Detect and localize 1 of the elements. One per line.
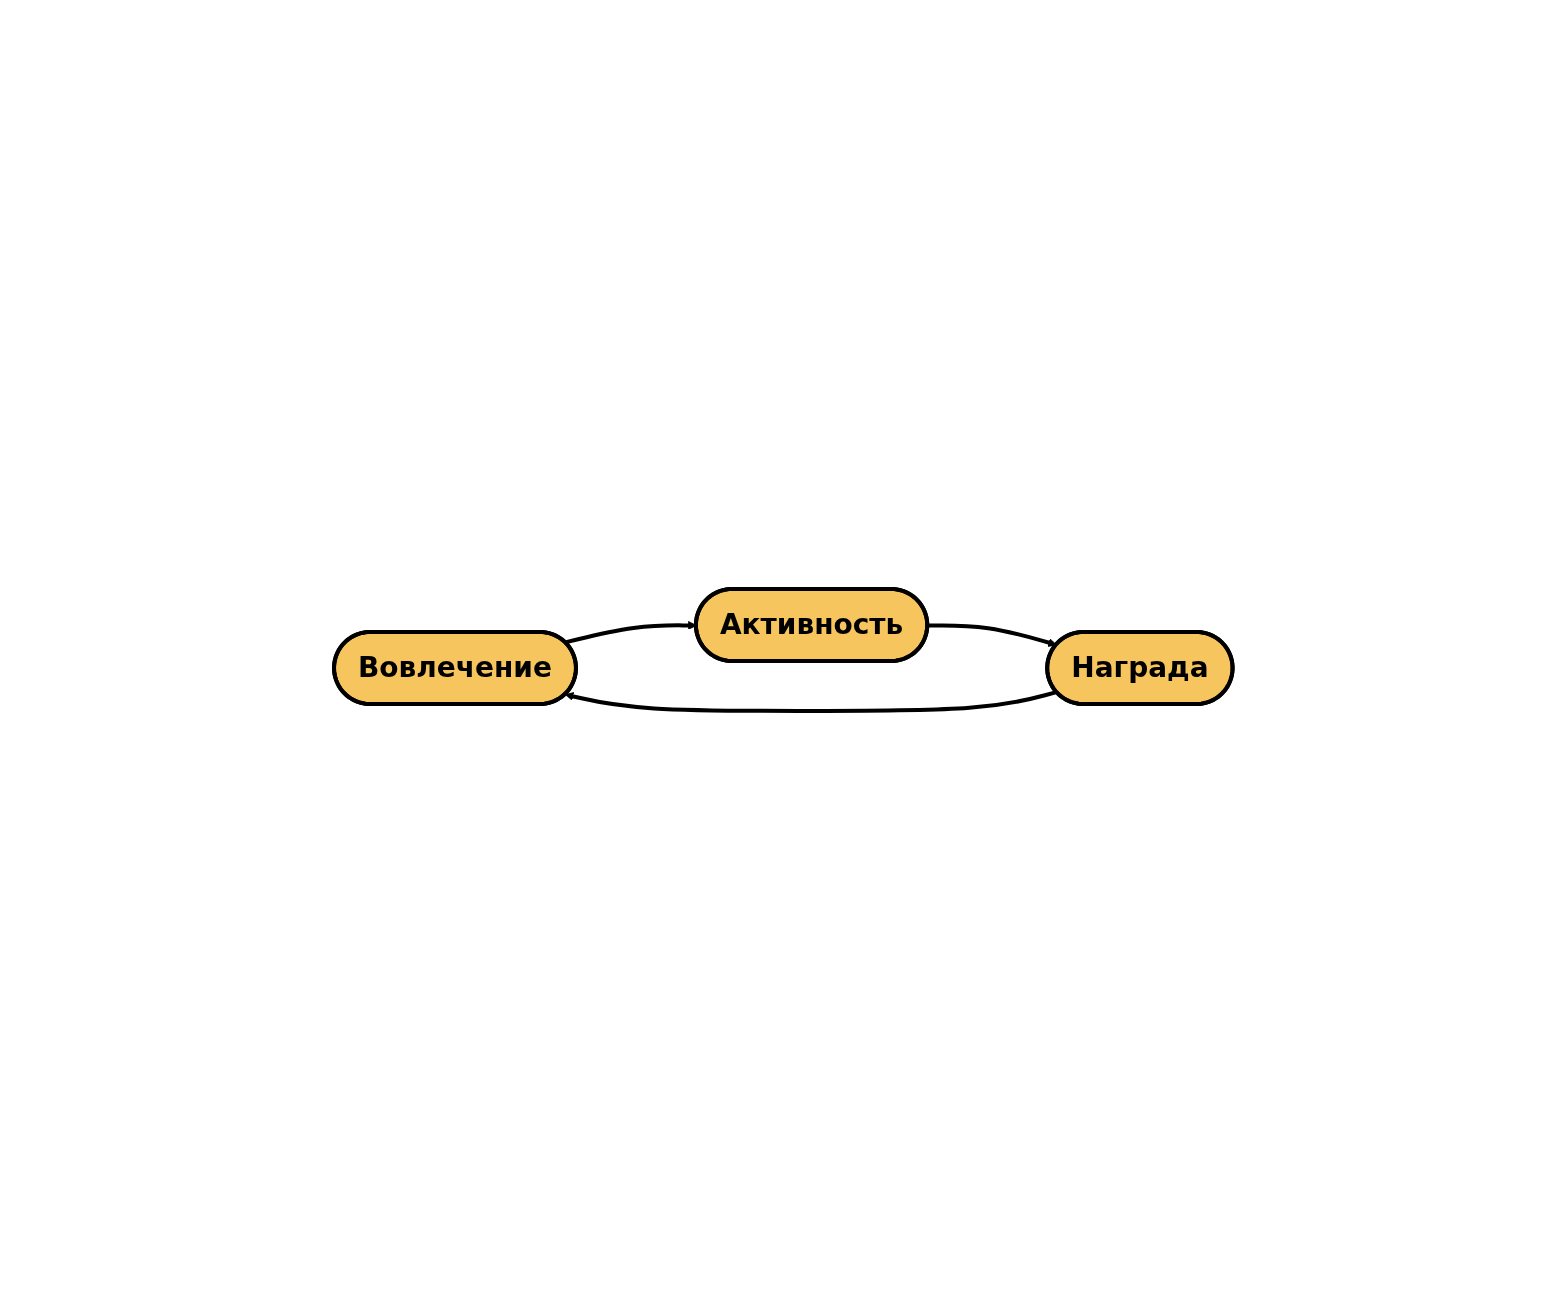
arrow [565,690,1058,713]
